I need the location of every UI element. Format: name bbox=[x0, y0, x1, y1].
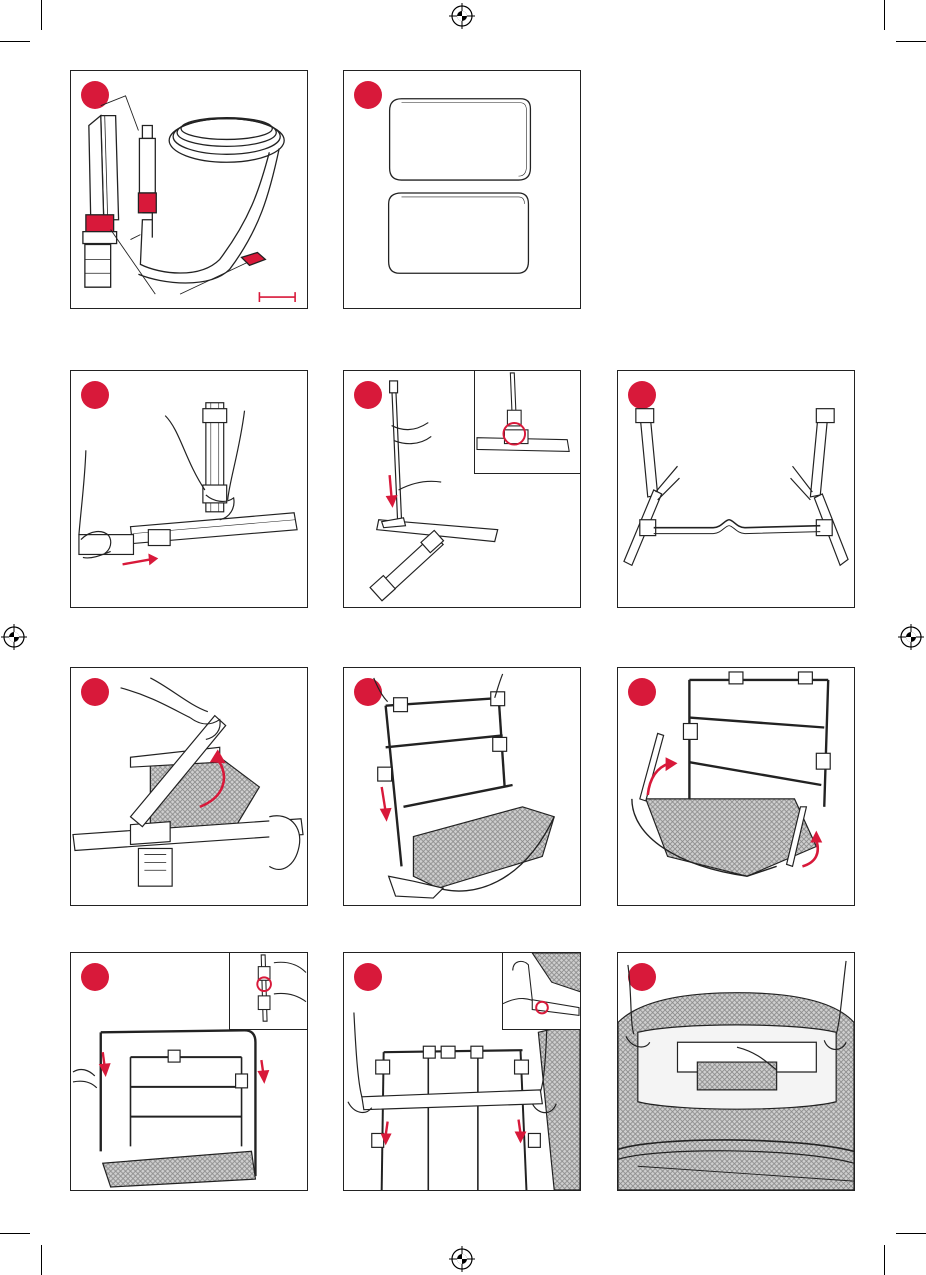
upright-frame-icon bbox=[344, 668, 580, 905]
crop-mark bbox=[0, 41, 30, 42]
step-8-panel bbox=[617, 667, 855, 906]
step-1-panel bbox=[70, 70, 308, 309]
crop-mark bbox=[41, 0, 42, 30]
connect-tube-icon bbox=[71, 371, 307, 607]
base-frame-icon bbox=[618, 371, 854, 607]
step-7-panel bbox=[343, 667, 581, 906]
step-10-panel bbox=[343, 952, 581, 1191]
crop-mark bbox=[884, 0, 885, 30]
step-4-panel bbox=[343, 370, 581, 608]
pads-icon bbox=[344, 71, 580, 308]
registration-mark-icon bbox=[898, 624, 924, 650]
crop-mark bbox=[0, 1233, 30, 1234]
detail-inset-icon bbox=[503, 953, 581, 1029]
step-2-panel bbox=[343, 70, 581, 309]
step-9-panel bbox=[70, 952, 308, 1191]
unfold-seat-icon bbox=[71, 668, 307, 905]
crop-mark bbox=[896, 1233, 926, 1234]
detail-inset-icon bbox=[475, 371, 581, 473]
registration-mark-icon bbox=[449, 3, 475, 29]
crop-mark bbox=[41, 1245, 42, 1275]
lift-carry-icon bbox=[618, 953, 854, 1190]
strap-parts-icon bbox=[71, 71, 307, 308]
step-10-detail-inset bbox=[502, 952, 581, 1030]
step-11-panel bbox=[617, 952, 855, 1191]
rotate-side-icon bbox=[618, 668, 854, 905]
step-6-panel bbox=[70, 667, 308, 906]
step-3-panel bbox=[70, 370, 308, 608]
crop-mark bbox=[884, 1245, 885, 1275]
registration-mark-icon bbox=[449, 1246, 475, 1272]
crop-mark bbox=[896, 41, 926, 42]
step-4-detail-inset bbox=[474, 370, 581, 474]
step-5-panel bbox=[617, 370, 855, 608]
detail-inset-icon bbox=[230, 953, 308, 1029]
step-9-detail-inset bbox=[229, 952, 308, 1030]
registration-mark-icon bbox=[1, 624, 27, 650]
